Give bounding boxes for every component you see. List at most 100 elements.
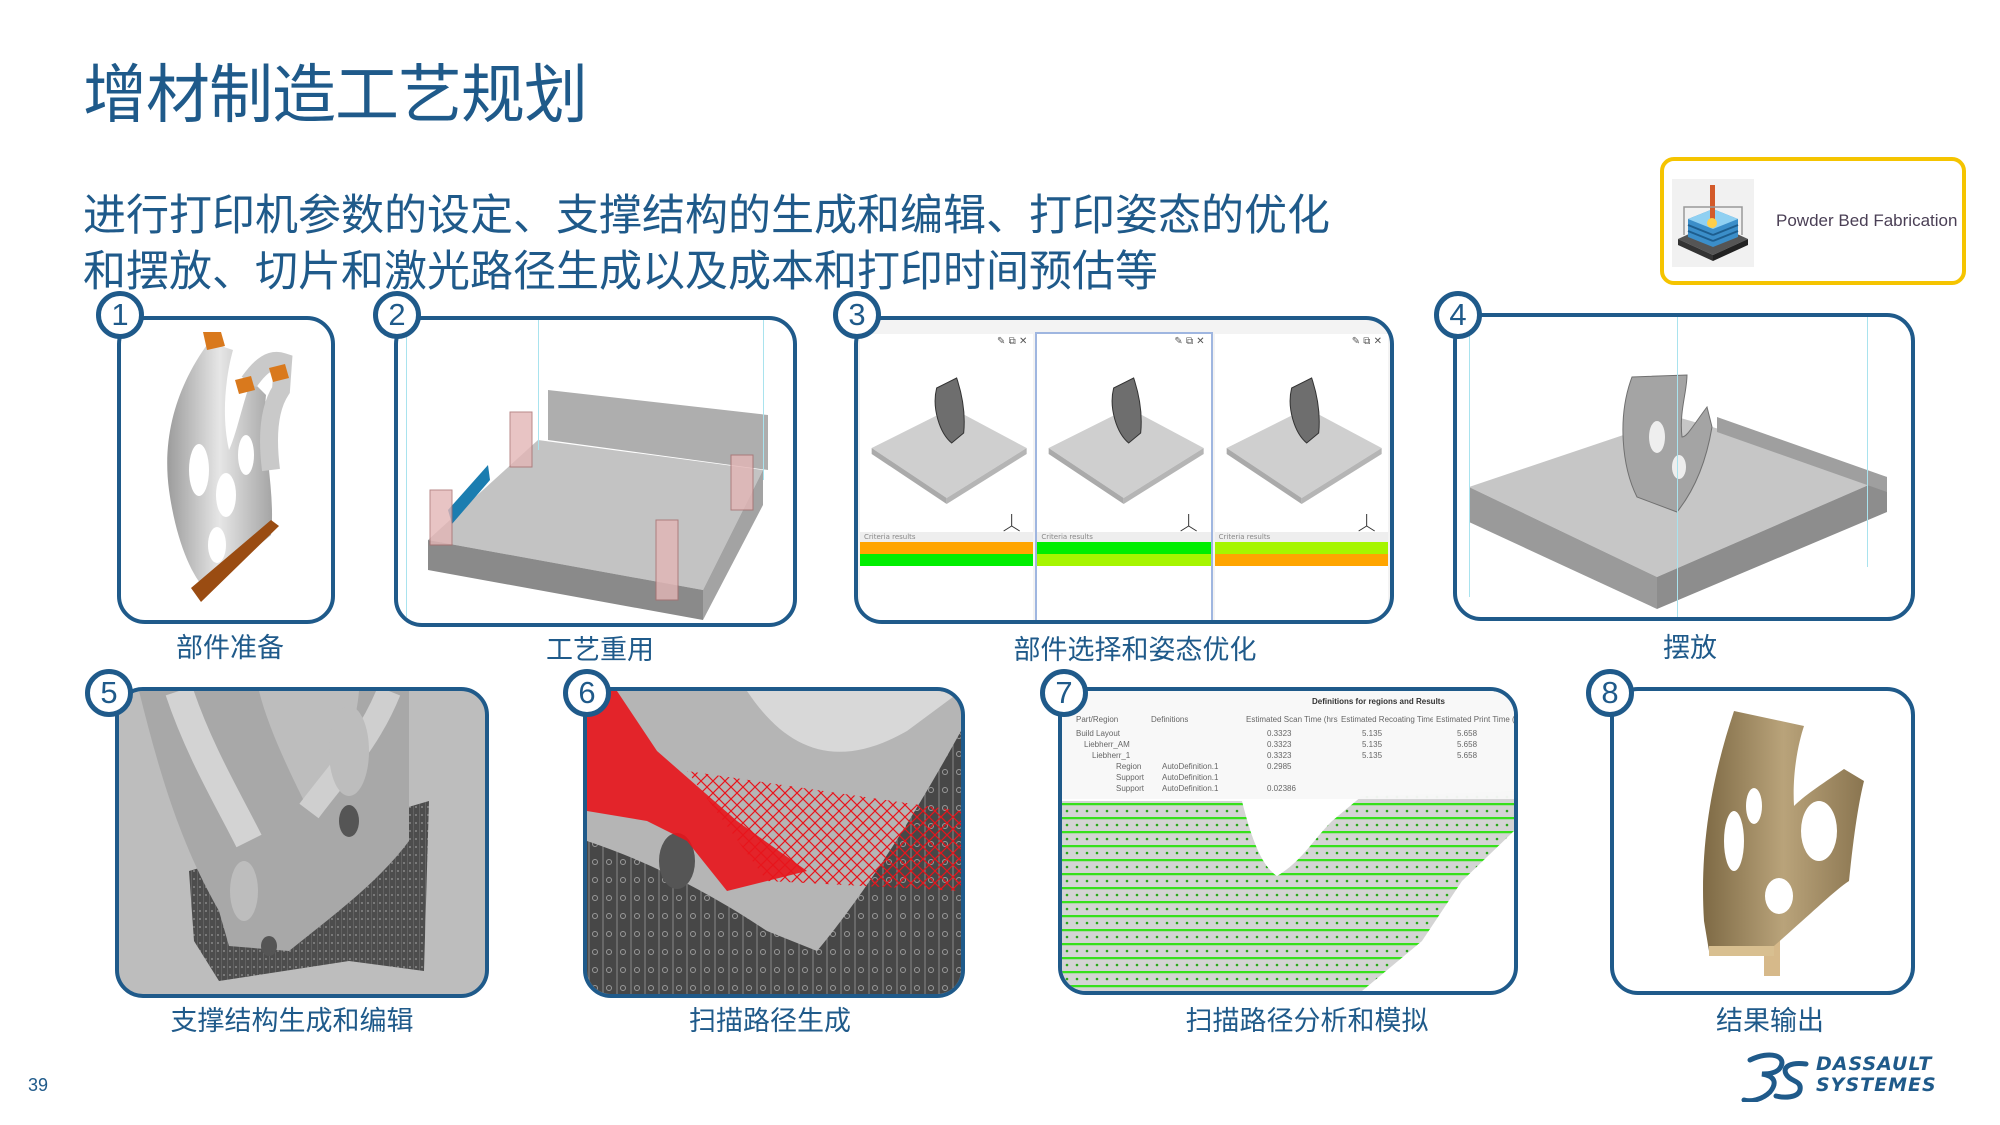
criteria-bar bbox=[860, 542, 1034, 554]
criteria-bar bbox=[1214, 554, 1388, 566]
step-1-caption: 部件准备 bbox=[176, 633, 284, 664]
table-cell: 0.3323 bbox=[1267, 751, 1292, 760]
table-column-header[interactable]: Part/Region bbox=[1076, 715, 1119, 724]
close-icon[interactable]: ✕ bbox=[1018, 336, 1028, 347]
support-structure-image bbox=[139, 691, 429, 981]
logo-wordmark: DASSAULT SYSTEMES bbox=[1816, 1054, 1937, 1096]
copy-icon[interactable]: ⧉ bbox=[1008, 336, 1016, 347]
logo-line-2: SYSTEMES bbox=[1816, 1074, 1937, 1096]
orientation-view-3[interactable]: ✎ ⧉ ✕ Criteria results bbox=[1214, 334, 1388, 620]
table-cell: Support bbox=[1116, 784, 1145, 793]
orientation-preview bbox=[1226, 377, 1382, 532]
table-cell: 0.02386 bbox=[1267, 784, 1296, 793]
step-7-badge: 7 bbox=[1040, 669, 1088, 717]
scan-results-table: Definitions for regions and Results Part… bbox=[1062, 691, 1514, 799]
table-cell: AutoDefinition.1 bbox=[1162, 773, 1219, 782]
step-2-badge: 2 bbox=[373, 291, 421, 339]
app-badge-label: Powder Bed Fabrication bbox=[1776, 211, 1958, 230]
table-cell: Liebherr_AM bbox=[1084, 740, 1130, 749]
step-7-caption: 扫描路径分析和模拟 bbox=[1185, 1006, 1429, 1037]
axis-triad-icon bbox=[1358, 514, 1375, 532]
page-title: 增材制造工艺规划 bbox=[83, 59, 588, 133]
step-5-badge: 5 bbox=[85, 669, 133, 717]
table-cell: Region bbox=[1116, 762, 1142, 771]
criteria-results: Criteria results bbox=[1214, 532, 1388, 566]
view-toolbar: ✎ ⧉ ✕ bbox=[1352, 336, 1382, 347]
app-badge-powder-bed-fabrication[interactable]: Powder Bed Fabrication bbox=[1660, 157, 1966, 285]
edit-icon[interactable]: ✎ bbox=[997, 336, 1006, 347]
dassault-systemes-logo: DASSAULT SYSTEMES bbox=[1740, 1052, 1950, 1104]
scan-table-title: Definitions for regions and Results bbox=[1312, 697, 1445, 706]
table-cell: AutoDefinition.1 bbox=[1162, 762, 1219, 771]
axis-triad-icon bbox=[1180, 514, 1198, 532]
orientation-preview bbox=[871, 377, 1027, 532]
orientation-view-1[interactable]: ✎ ⧉ ✕ Criteria results bbox=[860, 334, 1034, 620]
build-plate-image bbox=[428, 390, 768, 620]
table-cell: 5.135 bbox=[1362, 751, 1383, 760]
scan-simulation-image bbox=[1062, 791, 1514, 991]
table-cell: 0.2985 bbox=[1267, 762, 1292, 771]
table-cell: 5.658 bbox=[1457, 751, 1478, 760]
copy-icon[interactable]: ⧉ bbox=[1363, 336, 1371, 347]
placement-image bbox=[1469, 374, 1887, 609]
table-column-header[interactable]: Estimated Scan Time (hrs) bbox=[1246, 715, 1338, 724]
table-cell: 5.658 bbox=[1457, 740, 1478, 749]
view-toolbar: ✎ ⧉ ✕ bbox=[1174, 336, 1204, 347]
step-4-badge: 4 bbox=[1434, 291, 1482, 339]
step-3-badge: 3 bbox=[833, 291, 881, 339]
step-4-caption: 摆放 bbox=[1663, 633, 1717, 664]
scan-path-image bbox=[587, 691, 961, 994]
table-cell: 0.3323 bbox=[1267, 729, 1292, 738]
logo-line-1: DASSAULT bbox=[1816, 1053, 1933, 1075]
step-6-caption: 扫描路径生成 bbox=[689, 1006, 851, 1037]
table-cell: 5.658 bbox=[1457, 729, 1478, 738]
step-8-badge: 8 bbox=[1586, 669, 1634, 717]
step-3-caption: 部件选择和姿态优化 bbox=[1013, 635, 1257, 666]
copy-icon[interactable]: ⧉ bbox=[1185, 336, 1194, 347]
axis-triad-icon bbox=[1003, 514, 1020, 532]
step-3-panel: ✎ ⧉ ✕ Criteria results ✎ ⧉ ✕ Criteria resul… bbox=[854, 316, 1394, 624]
powder-bed-fabrication-icon bbox=[1672, 179, 1754, 267]
table-column-header[interactable]: Estimated Print Time (hrs) bbox=[1436, 715, 1515, 724]
edit-icon[interactable]: ✎ bbox=[1351, 336, 1361, 347]
table-cell: 5.135 bbox=[1362, 740, 1383, 749]
3ds-logo-mark-icon bbox=[1741, 1052, 1809, 1104]
view-toolbar: ✎ ⧉ ✕ bbox=[997, 336, 1027, 347]
subtitle-line-2: 和摆放、切片和激光路径生成以及成本和打印时间预估等 bbox=[83, 247, 1158, 297]
step-6-panel bbox=[583, 687, 965, 998]
criteria-results: Criteria results bbox=[1037, 532, 1211, 566]
table-column-header[interactable]: Estimated Recoating Time (hrs) bbox=[1341, 715, 1433, 724]
step-5-panel bbox=[115, 687, 489, 998]
orientation-view-2[interactable]: ✎ ⧉ ✕ Criteria results bbox=[1035, 332, 1213, 620]
criteria-label: Criteria results bbox=[1214, 532, 1388, 542]
close-icon[interactable]: ✕ bbox=[1373, 336, 1382, 347]
step-4-panel bbox=[1453, 313, 1915, 621]
edit-icon[interactable]: ✎ bbox=[1174, 336, 1183, 347]
table-cell: Build Layout bbox=[1076, 729, 1121, 738]
criteria-bar bbox=[1037, 542, 1211, 554]
step-6-badge: 6 bbox=[563, 669, 611, 717]
table-cell: AutoDefinition.1 bbox=[1162, 784, 1219, 793]
step-8-caption: 结果输出 bbox=[1716, 1006, 1824, 1037]
page-number: 39 bbox=[28, 1075, 49, 1095]
step-5-caption: 支撑结构生成和编辑 bbox=[170, 1006, 414, 1037]
table-cell: Support bbox=[1116, 773, 1145, 782]
subtitle-line-1: 进行打印机参数的设定、支撑结构的生成和编辑、打印姿态的优化 bbox=[83, 191, 1330, 241]
printed-part-image bbox=[1703, 711, 1864, 976]
table-column-header[interactable]: Definitions bbox=[1151, 715, 1189, 724]
criteria-label: Criteria results bbox=[1037, 532, 1211, 542]
criteria-results: Criteria results bbox=[860, 532, 1034, 566]
criteria-label: Criteria results bbox=[860, 532, 1034, 542]
page-subtitle: 进行打印机参数的设定、支撑结构的生成和编辑、打印姿态的优化 和摆放、切片和激光路… bbox=[83, 188, 1330, 300]
orientation-preview bbox=[1048, 377, 1204, 532]
step-2-panel bbox=[394, 316, 797, 627]
close-icon[interactable]: ✕ bbox=[1196, 336, 1205, 347]
step-8-panel bbox=[1610, 687, 1915, 995]
criteria-bar bbox=[1037, 554, 1211, 566]
table-cell: Liebherr_1 bbox=[1092, 751, 1131, 760]
step-1-badge: 1 bbox=[96, 291, 144, 339]
step-7-panel: Definitions for regions and Results Part… bbox=[1058, 687, 1518, 995]
step-2-caption: 工艺重用 bbox=[546, 635, 654, 666]
criteria-bar bbox=[1214, 542, 1388, 554]
bracket-part-image bbox=[167, 332, 293, 602]
